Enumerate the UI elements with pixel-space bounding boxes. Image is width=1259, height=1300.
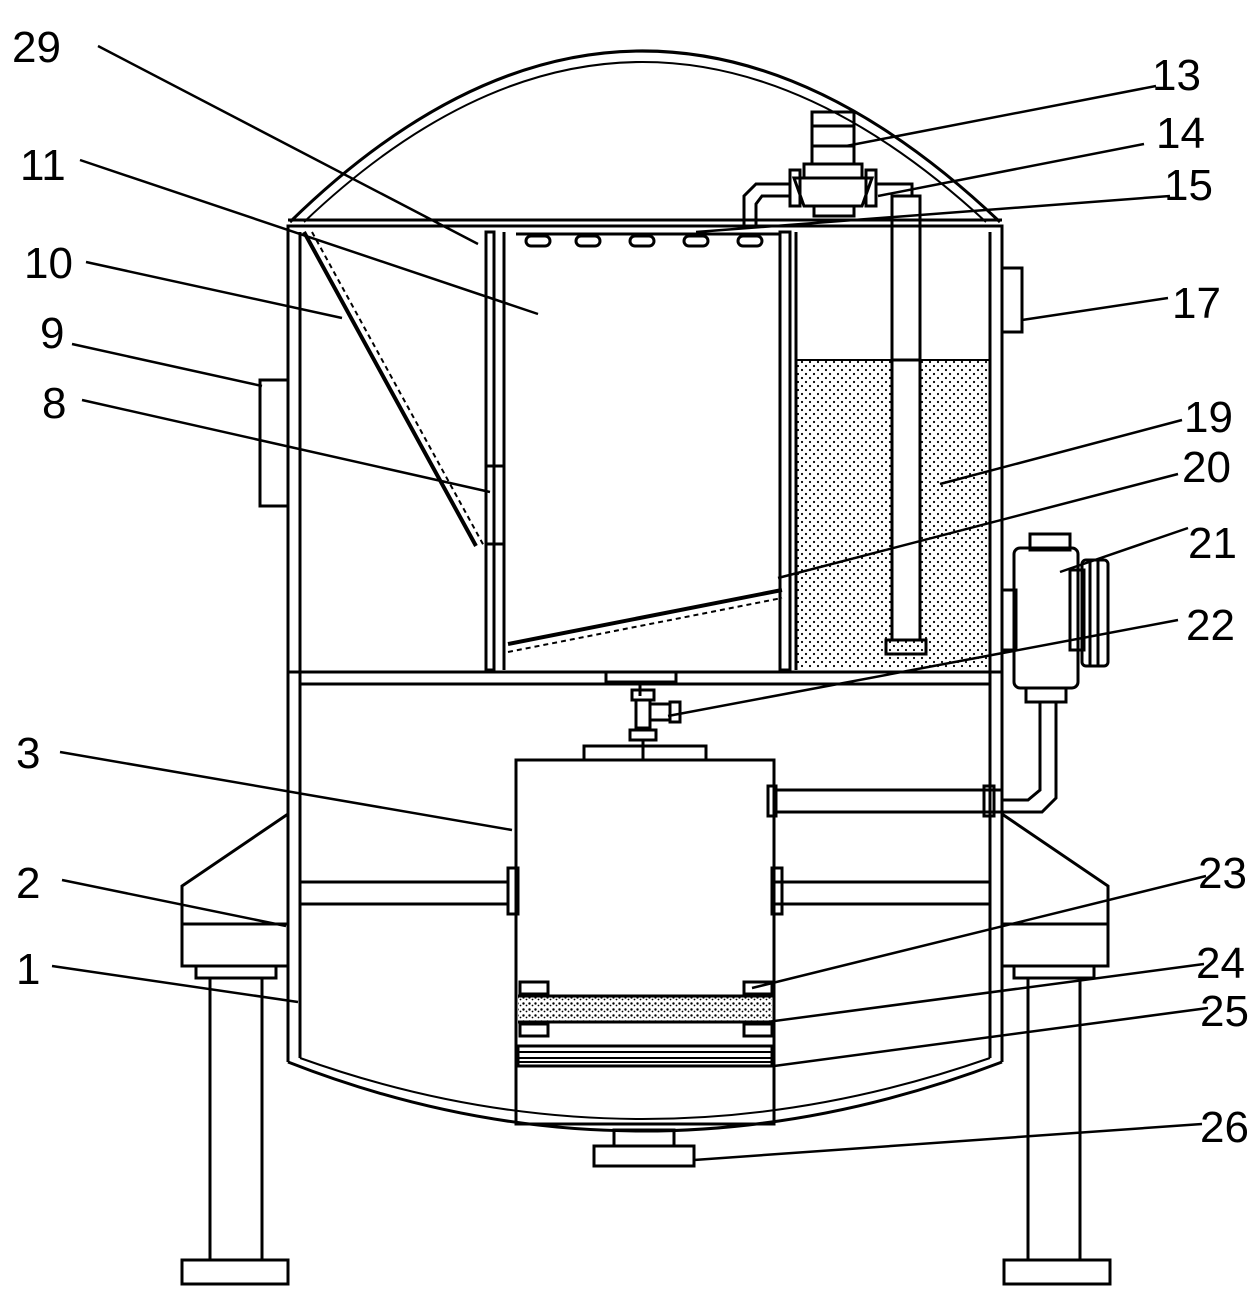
label-14: 14 bbox=[1156, 109, 1205, 158]
label-11: 11 bbox=[20, 141, 66, 190]
spray-nozzles bbox=[524, 234, 764, 248]
label-10: 10 bbox=[24, 239, 73, 288]
leg-right bbox=[1026, 976, 1082, 1262]
label-24: 24 bbox=[1196, 939, 1245, 988]
inner-cylinder bbox=[514, 758, 776, 1126]
label-20: 20 bbox=[1182, 443, 1231, 492]
inclined-plate bbox=[507, 588, 783, 653]
side-box-left bbox=[258, 378, 290, 508]
label-25: 25 bbox=[1200, 987, 1249, 1036]
dome bbox=[288, 49, 1002, 224]
inclined-screen bbox=[302, 231, 485, 547]
label-3: 3 bbox=[16, 729, 40, 778]
label-9: 9 bbox=[40, 309, 64, 358]
label-22: 22 bbox=[1186, 601, 1235, 650]
tank-bottom bbox=[287, 1060, 1003, 1133]
valve-21 bbox=[1000, 532, 1110, 814]
label-2: 2 bbox=[16, 859, 40, 908]
label-26: 26 bbox=[1200, 1103, 1249, 1152]
mesh-layer bbox=[516, 1044, 774, 1068]
label-13: 13 bbox=[1152, 51, 1201, 100]
label-17: 17 bbox=[1172, 279, 1221, 328]
leg-left bbox=[208, 976, 264, 1262]
label-21: 21 bbox=[1188, 519, 1237, 568]
label-15: 15 bbox=[1164, 161, 1213, 210]
label-23: 23 bbox=[1198, 849, 1247, 898]
valve-22 bbox=[628, 684, 682, 760]
label-8: 8 bbox=[42, 379, 66, 428]
sand-layer bbox=[518, 996, 772, 1022]
label-1: 1 bbox=[16, 945, 40, 994]
label-29: 29 bbox=[12, 23, 61, 72]
drain-outlet bbox=[592, 1144, 696, 1168]
label-19: 19 bbox=[1184, 393, 1233, 442]
callout-labels: 29 11 10 9 8 3 2 1 13 14 15 17 19 20 21 … bbox=[12, 23, 1249, 1152]
leader-lines bbox=[51, 44, 1209, 1162]
side-box-right bbox=[1000, 266, 1024, 334]
